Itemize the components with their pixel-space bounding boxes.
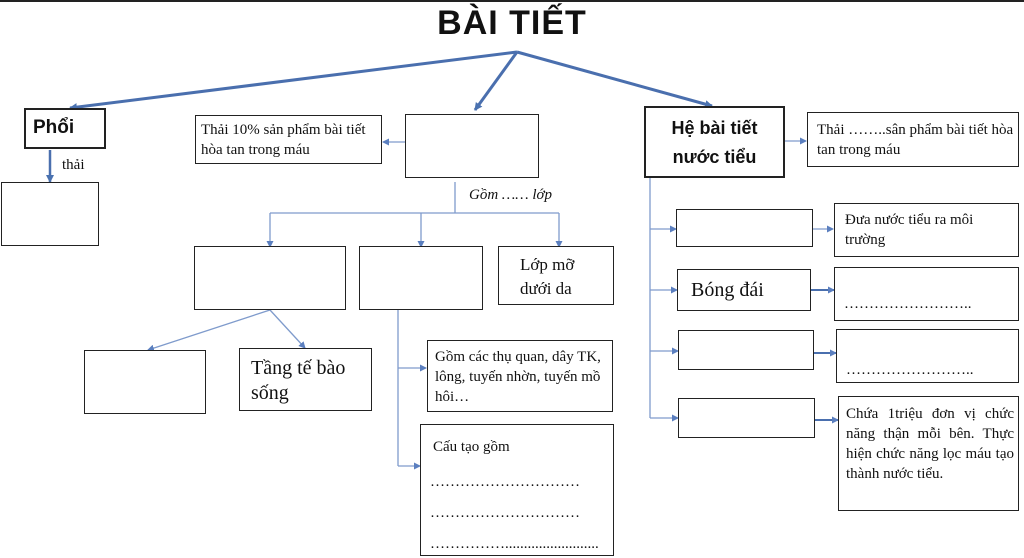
- dermis-note-text: Gồm các thụ quan, dây TK, lông, tuyến nh…: [435, 349, 601, 405]
- lung-box: [24, 108, 106, 149]
- arrow-to-skin: [473, 51, 519, 111]
- urethra-blank-box: [676, 209, 813, 247]
- kidney-blank-box: [678, 398, 815, 438]
- bladder-label: Bóng đái: [691, 279, 764, 301]
- top-border: [0, 0, 1024, 2]
- lung-output-blank: [1, 182, 99, 246]
- epidermis-blank-box: [194, 246, 346, 310]
- fat-layer-box: [498, 246, 614, 305]
- kidney-note-box: [838, 396, 1019, 511]
- diagram-title: BÀI TIẾT: [437, 4, 587, 42]
- arrow-to-urinary: [516, 50, 713, 108]
- fat-layer-label: Lớp mỡ dưới da: [520, 255, 575, 298]
- epidermis-sub-blank-box: [84, 350, 206, 414]
- living-cell-layer-box: [239, 348, 372, 411]
- bladder-fill-box: [834, 267, 1019, 321]
- living-cell-layer-label: Tầng tế bào sống: [251, 357, 346, 404]
- skin-note-text: Thải 10% sản phẩm bài tiết hòa tan trong…: [201, 122, 366, 158]
- ureter-fill-box: [836, 329, 1019, 383]
- urinary-note-box: [807, 112, 1019, 167]
- dermis-blank-box: [359, 246, 483, 310]
- lung-arrow-label: thải: [62, 157, 85, 173]
- urinary-note-text: Thải ……..sân phẩm bài tiết hòa tan trong…: [817, 122, 1014, 158]
- urinary-system-box: [644, 106, 785, 178]
- ureter-blank-box: [678, 330, 814, 370]
- bladder-fill-text: ……………………..: [844, 296, 972, 312]
- urethra-note-text: Đưa nước tiểu ra môi trường: [845, 212, 974, 248]
- urethra-note-box: [834, 203, 1019, 257]
- dermis-note-box: [427, 340, 613, 412]
- bladder-box: [677, 269, 811, 311]
- urinary-label-line1: Hệ bài tiết: [671, 118, 758, 138]
- structure-box: [420, 424, 614, 556]
- kidney-note-text: Chứa 1triệu đơn vị chức năng thận mỗi bê…: [846, 406, 1014, 482]
- skin-blank-box: [405, 114, 539, 178]
- urinary-label-line2: nước tiểu: [672, 147, 757, 167]
- ureter-fill-text: ……………………..: [846, 362, 974, 378]
- lung-label: Phổi: [33, 117, 75, 138]
- structure-line-3: …………….........................: [430, 536, 599, 552]
- arrow-to-lung: [69, 50, 518, 112]
- structure-line-1: …………………………: [430, 474, 580, 490]
- structure-title: Cấu tạo gồm: [433, 439, 510, 455]
- structure-line-2: …………………………: [430, 505, 580, 521]
- skin-note-box: [195, 115, 382, 164]
- skin-layers-label: Gồm …… lớp: [469, 187, 553, 203]
